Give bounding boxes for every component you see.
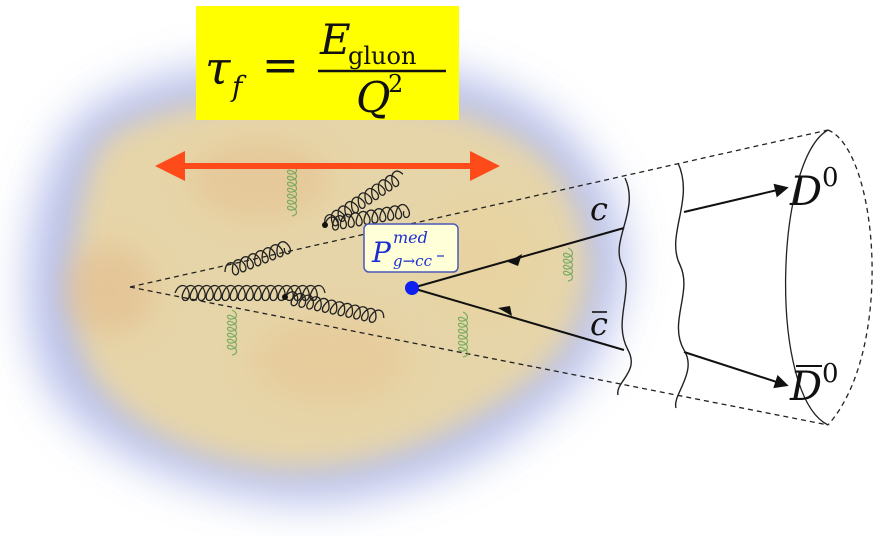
formation-time-formula: τ f = E gluon Q 2 [196,6,459,122]
formula-energy-sub: gluon [348,42,416,70]
splitting-vertex [405,281,419,295]
svg-text:D: D [789,364,822,410]
gluon-lines [174,170,411,323]
svg-text:D: D [789,169,822,215]
splitting-probability-label: P med g→cc [363,223,459,273]
svg-text:c: c [590,305,608,343]
quark-lines [411,183,789,389]
formula-tau: τ [205,41,232,95]
antiquark-arrow-icon [498,306,512,316]
pmed-sub: g→cc [393,252,433,270]
d0-meson-label: D 0 [789,163,839,215]
formula-q: Q [356,73,390,122]
formula-energy: E [319,15,351,64]
svg-text:0: 0 [822,163,839,193]
d0bar-meson-label: D 0 [789,359,839,410]
quark-arrow-icon [508,254,522,266]
formation-time-arrow [155,151,500,181]
anticharm-quark-label: c [590,305,608,343]
pmed-base: P [371,236,392,269]
formula-q-sup: 2 [388,70,403,98]
formula-equals: = [262,40,299,91]
pmed-sup: med [393,228,428,247]
jet-cone [129,129,873,426]
svg-text:0: 0 [822,359,839,389]
medium-gluons [226,164,574,358]
charm-quark-label: c [590,190,608,228]
qgp-medium [28,59,625,502]
hadronization-surfaces [617,162,689,409]
